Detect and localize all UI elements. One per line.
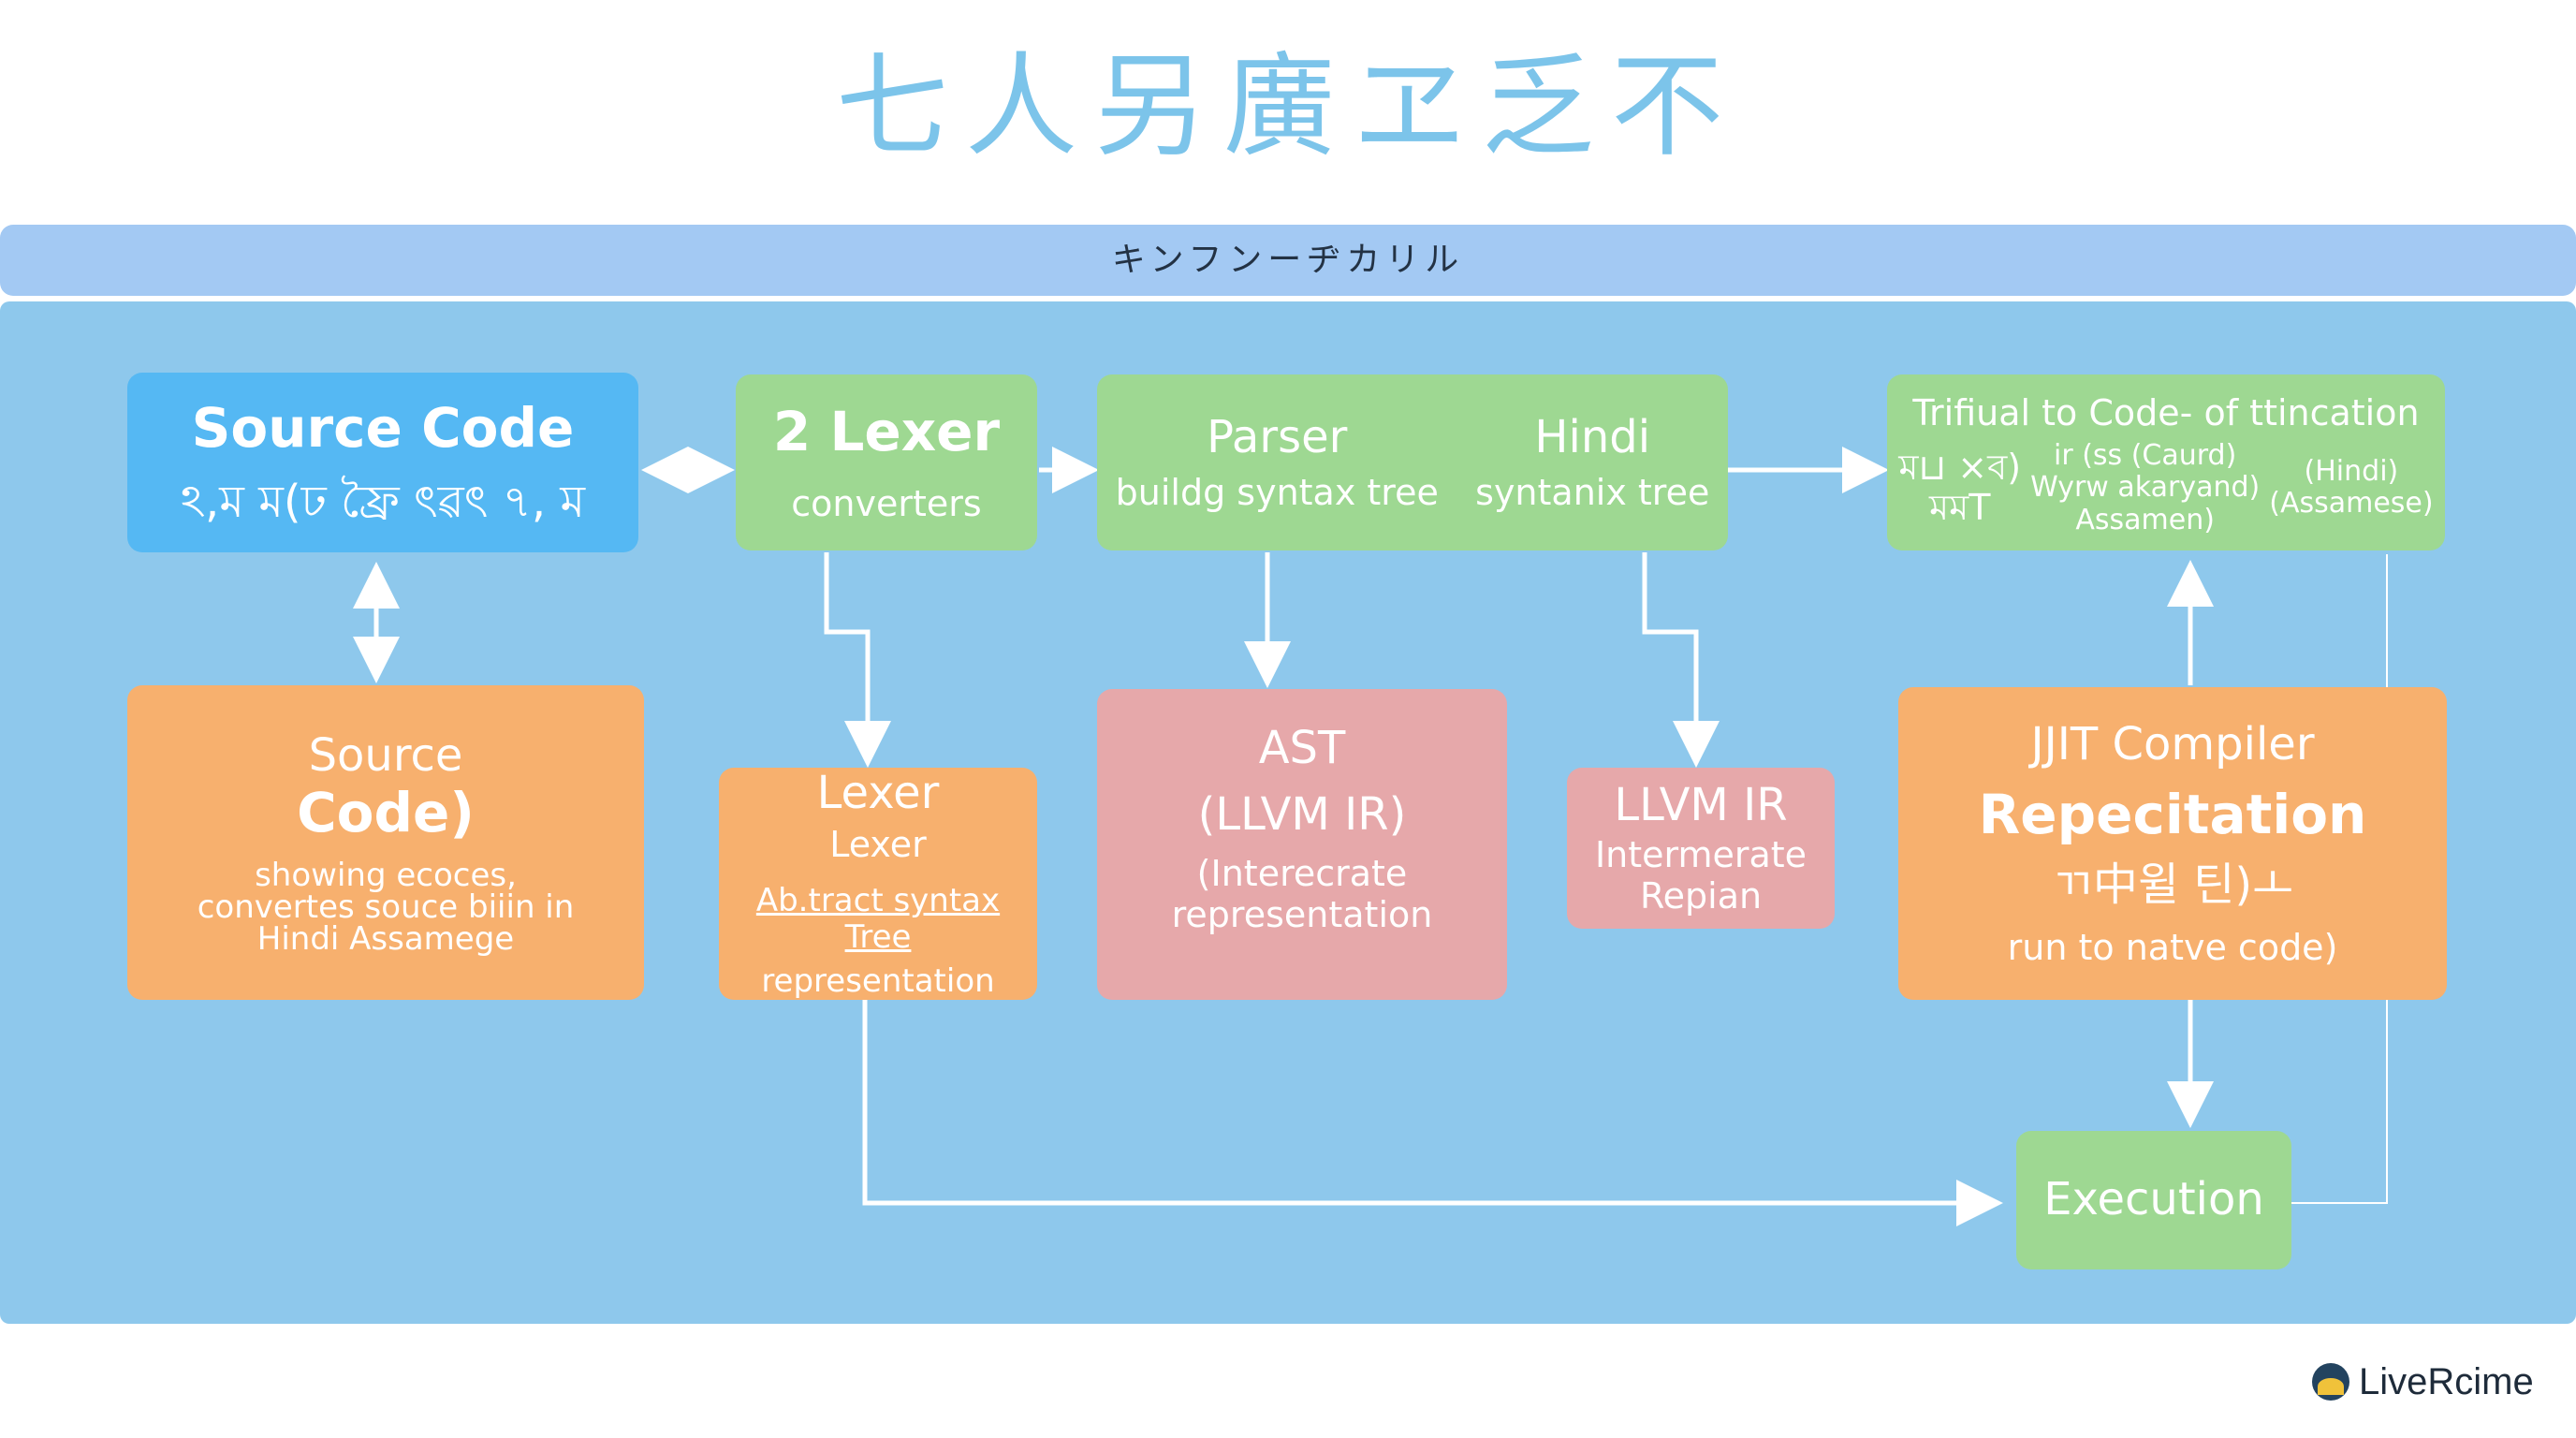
arrow-lexer-exec xyxy=(862,1000,2003,1226)
jit-title: JJIT Compiler xyxy=(2030,717,2315,770)
arrow-lexer-down xyxy=(824,552,891,768)
trifiual-col2-a: ir (ss (Caurd) xyxy=(2054,438,2237,472)
ast-sub: (LLVM IR) xyxy=(1197,788,1407,842)
source-code-script: ঽ,ম ম(ঢ ফ্রৈ ৎৱৎ ৭, ম xyxy=(180,475,586,528)
llvm-ir-title: LLVM IR xyxy=(1614,778,1788,831)
trifiual-col1-a: ম⊔ ×ব) xyxy=(1898,446,2022,488)
trifiual-col2-b: Wyrw akaryand) xyxy=(2030,471,2261,505)
jit-compiler-box: JJIT Compiler Repecitation ㄲ中윌 틴)ㅗ run t… xyxy=(1898,687,2447,1000)
ast-desc-1: (Interecrate xyxy=(1196,853,1408,895)
source-detail-title-1: Source xyxy=(308,729,463,783)
llvm-ir-desc-2: Repian xyxy=(1639,874,1763,917)
logo-icon xyxy=(2312,1363,2349,1401)
brand-logo: LiveRcime xyxy=(2312,1356,2534,1408)
trifiual-col1-b: মমT xyxy=(1929,487,1991,529)
parser-title: Parser xyxy=(1207,410,1348,463)
parser-hindi-sub: syntanix tree xyxy=(1475,471,1710,513)
lexer-top-sub: converters xyxy=(791,482,982,524)
jit-desc: run to natve code) xyxy=(2007,926,2338,968)
jit-sub: Repecitation xyxy=(1978,782,2367,846)
llvm-ir-desc-1: Intermerate xyxy=(1594,833,1808,875)
trifiual-box: Trifiual to Code- of ttincation ম⊔ ×ব) ম… xyxy=(1887,374,2445,550)
source-code-detail-box: Source Code) showing ecoces, convertes s… xyxy=(127,685,644,1000)
arrow-parser-llvm xyxy=(1642,552,1720,768)
llvm-ir-box: LLVM IR Intermerate Repian xyxy=(1567,768,1835,929)
parser-box: Parser buildg syntax tree Hindi syntanix… xyxy=(1097,374,1728,550)
ast-desc-2: representation xyxy=(1171,894,1433,936)
ast-box: AST (LLVM IR) (Interecrate representatio… xyxy=(1097,689,1507,1000)
source-code-title: Source Code xyxy=(191,396,575,461)
source-detail-desc-3: Hindi Assamege xyxy=(256,919,515,958)
jit-script: ㄲ中윌 틴)ㅗ xyxy=(2051,858,2294,911)
trifiual-title: Trifiual to Code- of ttincation xyxy=(1912,392,2420,433)
trifiual-col2-c: Assamen) xyxy=(2075,503,2215,536)
source-code-box: Source Code ঽ,ম ম(ঢ ফ্রৈ ৎৱৎ ৭, ম xyxy=(127,373,638,552)
source-detail-desc-1: showing ecoces, xyxy=(255,856,517,894)
lexer-detail-title: Lexer xyxy=(816,766,940,819)
logo-text: LiveRcime xyxy=(2359,1360,2534,1402)
trifiual-col3-a: (Hindi) xyxy=(2304,454,2399,488)
execution-title: Execution xyxy=(2043,1173,2264,1226)
parser-hindi-title: Hindi xyxy=(1534,410,1651,463)
lexer-detail-repr: representation xyxy=(761,961,995,1000)
lexer-box-top: 2 Lexer converters xyxy=(736,374,1037,550)
lexer-detail-sub: Lexer xyxy=(829,824,927,866)
lexer-detail-box: Lexer Lexer Ab.tract syntax Tree represe… xyxy=(719,766,1037,1000)
source-detail-desc-2: convertes souce biiin in xyxy=(197,888,575,926)
source-detail-title-2: Code) xyxy=(297,781,475,845)
banner-label: キンフンーヂカリル xyxy=(0,225,2576,296)
execution-box: Execution xyxy=(2016,1131,2291,1269)
parser-sub: buildg syntax tree xyxy=(1115,471,1439,513)
diagram-title: 七人另廣ヱ乏不 xyxy=(836,42,1740,172)
lexer-detail-ast: Ab.tract syntax Tree xyxy=(755,881,1001,956)
trifiual-col3-b: (Assamese) xyxy=(2269,487,2434,521)
ast-title: AST xyxy=(1258,722,1346,774)
lexer-top-title: 2 Lexer xyxy=(772,399,1001,463)
